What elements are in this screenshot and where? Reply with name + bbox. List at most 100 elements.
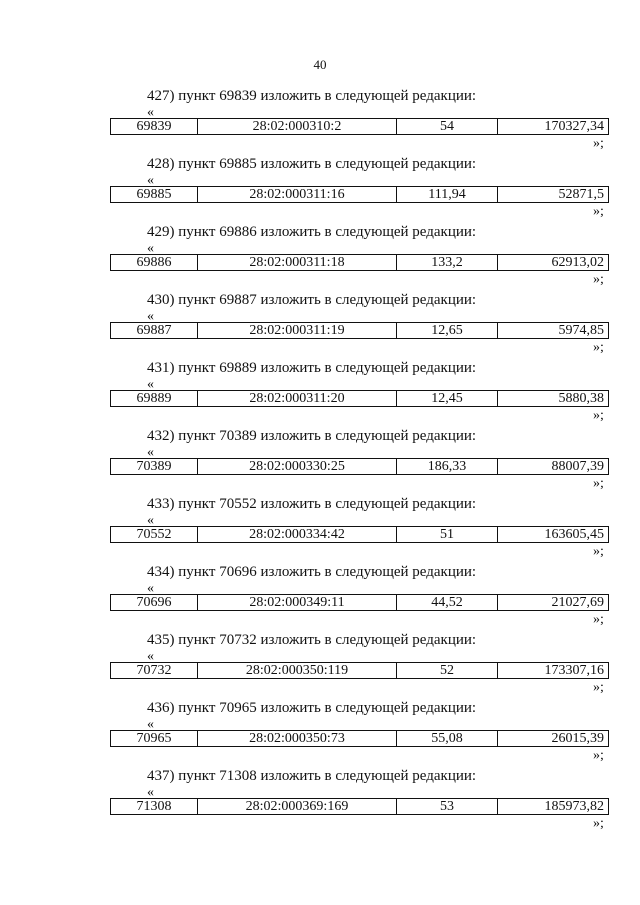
area-cell: 12,45	[396, 390, 498, 407]
amendment-heading: 427) пункт 69839 изложить в следующей ре…	[147, 88, 477, 104]
closing-quote: »;	[593, 476, 604, 491]
amendment-heading: 437) пункт 71308 изложить в следующей ре…	[147, 768, 477, 784]
area-cell: 54	[396, 118, 498, 135]
amendment-table: 69886 28:02:000311:18 133,2 62913,02	[110, 254, 609, 271]
amendment-heading: 436) пункт 70965 изложить в следующей ре…	[147, 700, 477, 716]
item-number-cell: 69886	[110, 254, 198, 271]
cadastral-number-cell: 28:02:000349:11	[197, 594, 397, 611]
item-number-cell: 70389	[110, 458, 198, 475]
amendment-table: 70965 28:02:000350:73 55,08 26015,39	[110, 730, 609, 747]
cadastral-number-cell: 28:02:000311:16	[197, 186, 397, 203]
table-row: 69839 28:02:000310:2 54 170327,34	[110, 118, 609, 135]
area-cell: 52	[396, 662, 498, 679]
amendment-heading: 431) пункт 69889 изложить в следующей ре…	[147, 360, 477, 376]
table-row: 70552 28:02:000334:42 51 163605,45	[110, 526, 609, 543]
cadastral-number-cell: 28:02:000311:18	[197, 254, 397, 271]
amendment-table: 70696 28:02:000349:11 44,52 21027,69	[110, 594, 609, 611]
item-number-cell: 69889	[110, 390, 198, 407]
area-cell: 44,52	[396, 594, 498, 611]
value-cell: 163605,45	[497, 526, 609, 543]
area-cell: 186,33	[396, 458, 498, 475]
amendment-entry: 436) пункт 70965 изложить в следующей ре…	[0, 700, 640, 768]
item-number-cell: 69885	[110, 186, 198, 203]
amendment-entry: 431) пункт 69889 изложить в следующей ре…	[0, 360, 640, 428]
opening-quote: «	[147, 105, 154, 120]
area-cell: 51	[396, 526, 498, 543]
closing-quote: »;	[593, 408, 604, 423]
value-cell: 62913,02	[497, 254, 609, 271]
amendment-table: 69889 28:02:000311:20 12,45 5880,38	[110, 390, 609, 407]
cadastral-number-cell: 28:02:000330:25	[197, 458, 397, 475]
cadastral-number-cell: 28:02:000310:2	[197, 118, 397, 135]
value-cell: 21027,69	[497, 594, 609, 611]
amendment-heading: 430) пункт 69887 изложить в следующей ре…	[147, 292, 477, 308]
amendment-entry: 433) пункт 70552 изложить в следующей ре…	[0, 496, 640, 564]
table-row: 70696 28:02:000349:11 44,52 21027,69	[110, 594, 609, 611]
cadastral-number-cell: 28:02:000350:119	[197, 662, 397, 679]
cadastral-number-cell: 28:02:000311:20	[197, 390, 397, 407]
closing-quote: »;	[593, 340, 604, 355]
item-number-cell: 70552	[110, 526, 198, 543]
opening-quote: «	[147, 785, 154, 800]
amendment-entry: 427) пункт 69839 изложить в следующей ре…	[0, 88, 640, 156]
table-row: 69887 28:02:000311:19 12,65 5974,85	[110, 322, 609, 339]
amendment-entry: 430) пункт 69887 изложить в следующей ре…	[0, 292, 640, 360]
area-cell: 12,65	[396, 322, 498, 339]
opening-quote: «	[147, 377, 154, 392]
amendment-table: 69885 28:02:000311:16 111,94 52871,5	[110, 186, 609, 203]
opening-quote: «	[147, 445, 154, 460]
amendment-entry: 428) пункт 69885 изложить в следующей ре…	[0, 156, 640, 224]
closing-quote: »;	[593, 272, 604, 287]
amendment-table: 70389 28:02:000330:25 186,33 88007,39	[110, 458, 609, 475]
cadastral-number-cell: 28:02:000334:42	[197, 526, 397, 543]
value-cell: 173307,16	[497, 662, 609, 679]
closing-quote: »;	[593, 816, 604, 831]
item-number-cell: 70696	[110, 594, 198, 611]
opening-quote: «	[147, 649, 154, 664]
amendment-list: 427) пункт 69839 изложить в следующей ре…	[0, 88, 640, 836]
page-number: 40	[313, 57, 327, 72]
value-cell: 170327,34	[497, 118, 609, 135]
value-cell: 52871,5	[497, 186, 609, 203]
table-row: 70732 28:02:000350:119 52 173307,16	[110, 662, 609, 679]
amendment-table: 69839 28:02:000310:2 54 170327,34	[110, 118, 609, 135]
amendment-table: 71308 28:02:000369:169 53 185973,82	[110, 798, 609, 815]
cadastral-number-cell: 28:02:000311:19	[197, 322, 397, 339]
closing-quote: »;	[593, 544, 604, 559]
amendment-entry: 429) пункт 69886 изложить в следующей ре…	[0, 224, 640, 292]
area-cell: 133,2	[396, 254, 498, 271]
closing-quote: »;	[593, 680, 604, 695]
amendment-entry: 437) пункт 71308 изложить в следующей ре…	[0, 768, 640, 836]
item-number-cell: 71308	[110, 798, 198, 815]
area-cell: 53	[396, 798, 498, 815]
amendment-heading: 429) пункт 69886 изложить в следующей ре…	[147, 224, 477, 240]
table-row: 69886 28:02:000311:18 133,2 62913,02	[110, 254, 609, 271]
cadastral-number-cell: 28:02:000369:169	[197, 798, 397, 815]
table-row: 70389 28:02:000330:25 186,33 88007,39	[110, 458, 609, 475]
amendment-table: 70732 28:02:000350:119 52 173307,16	[110, 662, 609, 679]
amendment-entry: 434) пункт 70696 изложить в следующей ре…	[0, 564, 640, 632]
area-cell: 55,08	[396, 730, 498, 747]
value-cell: 88007,39	[497, 458, 609, 475]
amendment-table: 69887 28:02:000311:19 12,65 5974,85	[110, 322, 609, 339]
closing-quote: »;	[593, 748, 604, 763]
closing-quote: »;	[593, 204, 604, 219]
value-cell: 5974,85	[497, 322, 609, 339]
item-number-cell: 69887	[110, 322, 198, 339]
value-cell: 5880,38	[497, 390, 609, 407]
area-cell: 111,94	[396, 186, 498, 203]
amendment-entry: 432) пункт 70389 изложить в следующей ре…	[0, 428, 640, 496]
opening-quote: «	[147, 717, 154, 732]
table-row: 71308 28:02:000369:169 53 185973,82	[110, 798, 609, 815]
amendment-entry: 435) пункт 70732 изложить в следующей ре…	[0, 632, 640, 700]
table-row: 69889 28:02:000311:20 12,45 5880,38	[110, 390, 609, 407]
closing-quote: »;	[593, 136, 604, 151]
amendment-heading: 428) пункт 69885 изложить в следующей ре…	[147, 156, 477, 172]
amendment-heading: 434) пункт 70696 изложить в следующей ре…	[147, 564, 477, 580]
value-cell: 26015,39	[497, 730, 609, 747]
item-number-cell: 70965	[110, 730, 198, 747]
item-number-cell: 69839	[110, 118, 198, 135]
value-cell: 185973,82	[497, 798, 609, 815]
cadastral-number-cell: 28:02:000350:73	[197, 730, 397, 747]
opening-quote: «	[147, 173, 154, 188]
